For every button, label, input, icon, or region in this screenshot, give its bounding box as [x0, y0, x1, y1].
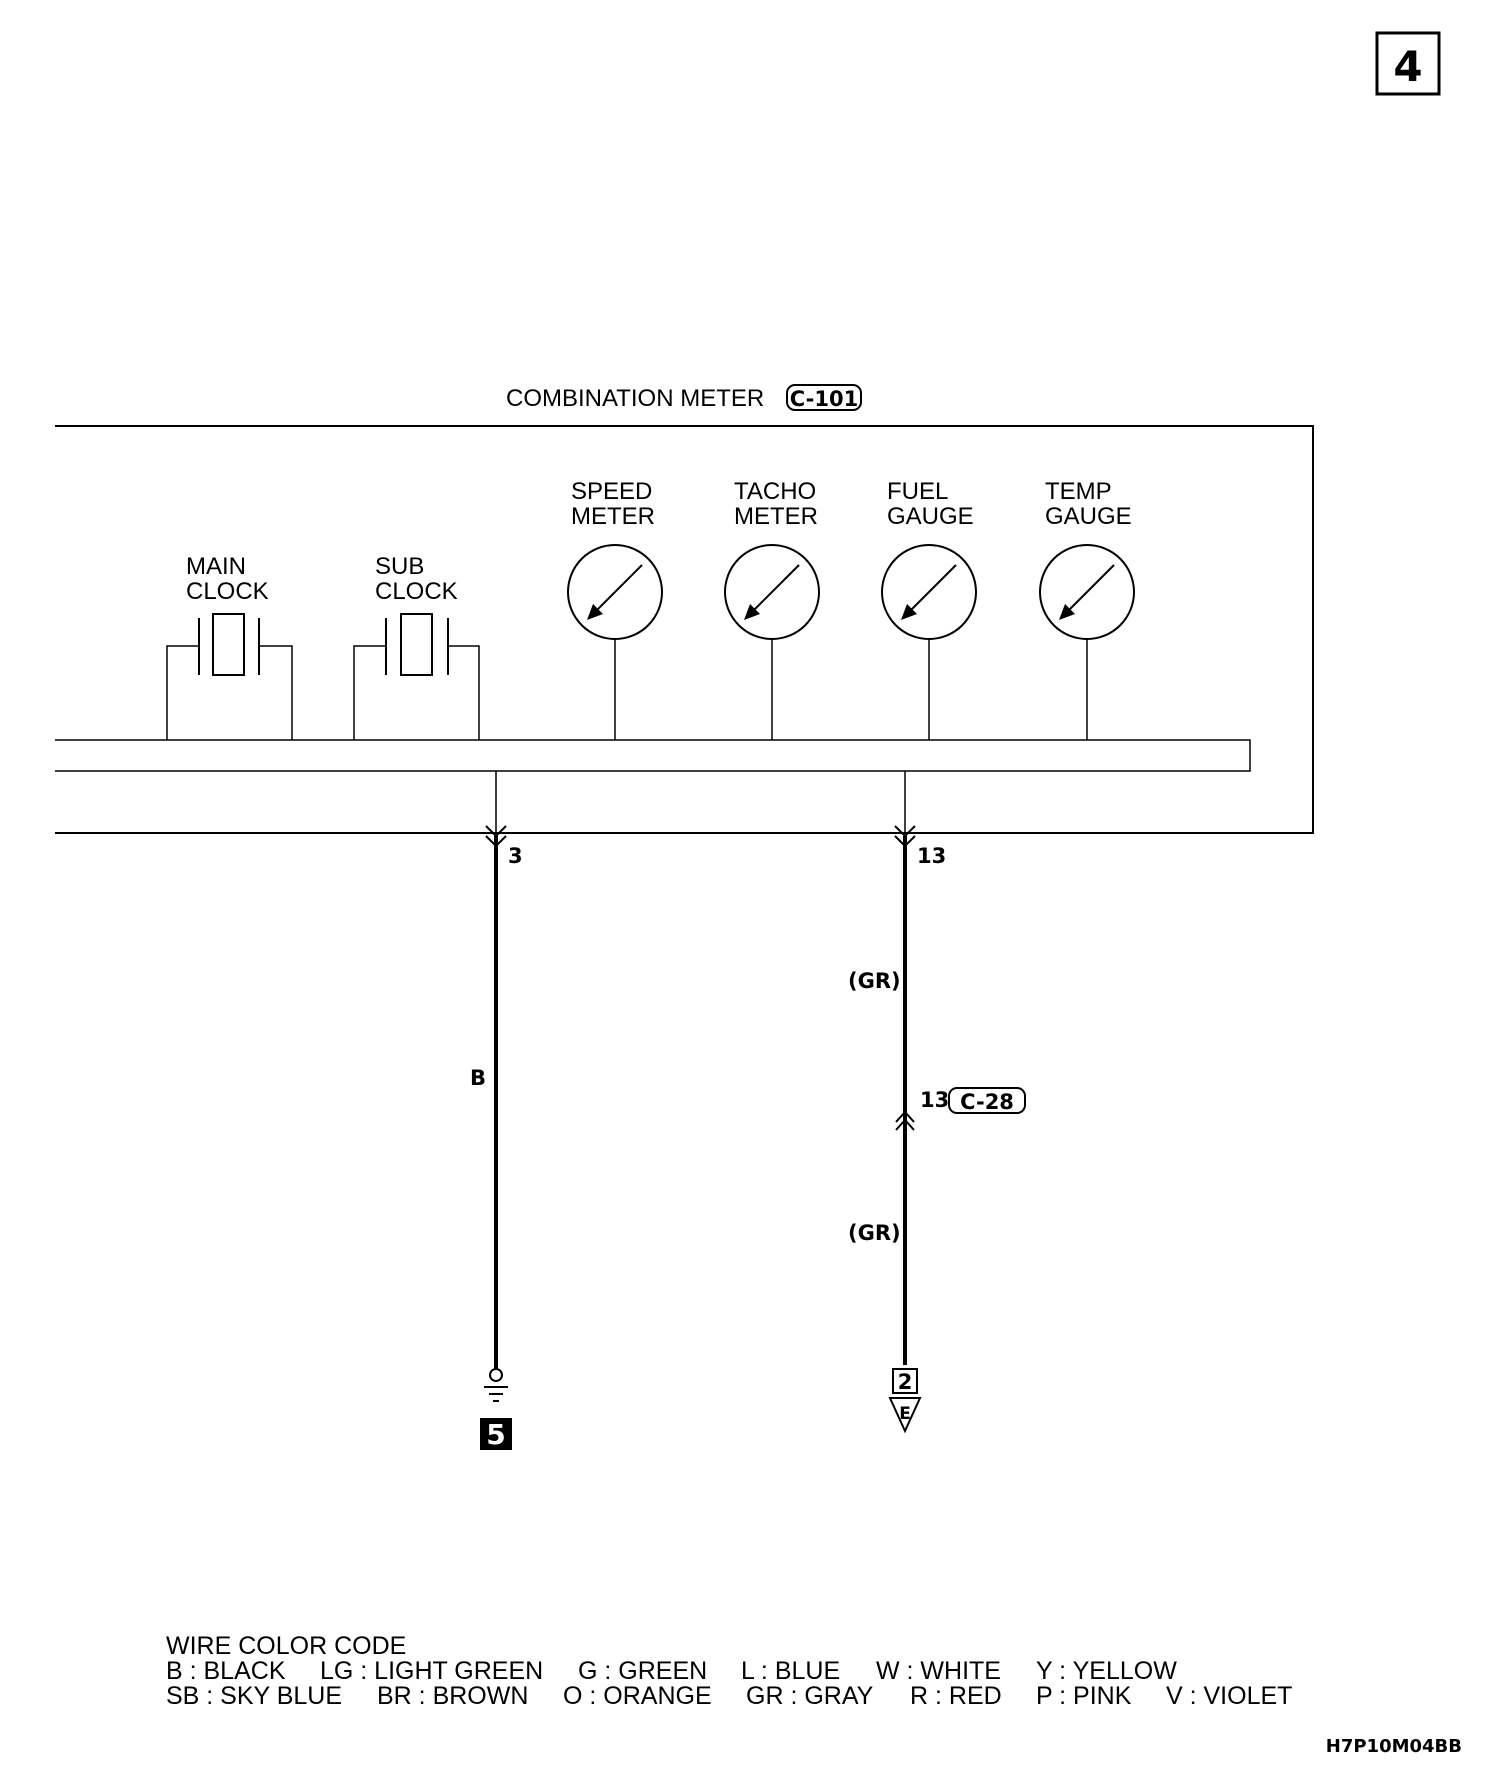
tacho-meter-gauge: TACHO METER [724, 478, 820, 740]
sub-clock: SUB CLOCK [353, 553, 480, 740]
speed-meter-label-2: METER [571, 503, 655, 530]
legend-item: GR : GRAY [746, 1682, 874, 1710]
wire-color-gr-lower: (GR) [848, 1221, 901, 1245]
wire-pin-3: 3 B 5 [470, 771, 523, 1451]
drawing-code: H7P10M04BB [1326, 1736, 1462, 1757]
ground-terminal [489, 1368, 503, 1382]
legend-item: P : PINK [1036, 1682, 1132, 1710]
ref-triangle [888, 1397, 922, 1434]
temp-gauge-label-1: TEMP [1045, 478, 1112, 505]
legend-item: W : WHITE [876, 1657, 1001, 1685]
intermediate-pin: 13 [920, 1088, 949, 1112]
main-clock: MAIN CLOCK [166, 553, 293, 740]
fuel-gauge: FUEL GAUGE [881, 478, 977, 740]
legend-item: G : GREEN [578, 1657, 707, 1685]
speed-meter-gauge: SPEED METER [567, 478, 663, 740]
tacho-meter-needle [749, 564, 800, 615]
fuel-gauge-needle [906, 564, 957, 615]
page-number: 4 [1393, 42, 1422, 91]
legend-item: V : VIOLET [1166, 1682, 1292, 1710]
component-outline [55, 425, 1314, 834]
speed-meter-label-1: SPEED [571, 478, 652, 505]
tacho-meter-label-2: METER [734, 503, 818, 530]
main-clock-label-2: CLOCK [186, 578, 269, 605]
intermediate-connector: C-28 [960, 1090, 1014, 1114]
legend-item: Y : YELLOW [1036, 1657, 1177, 1685]
ground-ref-box [480, 1418, 512, 1450]
wire-pin-13: 13 (GR) 13 C-28 (GR) 2 E [848, 771, 1026, 1434]
speed-meter-needle [592, 564, 643, 615]
pin-13-label: 13 [917, 844, 946, 868]
component-connector: C-101 [790, 387, 858, 411]
component-title: COMBINATION METER [506, 385, 764, 412]
temp-gauge-label-2: GAUGE [1045, 503, 1132, 530]
legend-item: O : ORANGE [563, 1682, 712, 1710]
wire-color-legend: WIRE COLOR CODE B : BLACK LG : LIGHT GRE… [166, 1632, 1292, 1710]
page-number-box [1375, 31, 1441, 96]
pin-3-label: 3 [508, 844, 523, 868]
sub-clock-crystal [400, 613, 433, 676]
tacho-meter-label-1: TACHO [734, 478, 816, 505]
sub-clock-label-1: SUB [375, 553, 424, 580]
intermediate-connector-box [948, 1087, 1026, 1114]
ground-ref-number: 5 [486, 1418, 505, 1451]
legend-item: R : RED [910, 1682, 1002, 1710]
temp-gauge-needle [1064, 564, 1115, 615]
legend-item: LG : LIGHT GREEN [320, 1657, 543, 1685]
ref-number-box [892, 1368, 918, 1394]
intermediate-connector-mark [895, 1110, 915, 1131]
legend-item: L : BLUE [741, 1657, 840, 1685]
legend-item: BR : BROWN [377, 1682, 528, 1710]
internal-bus [55, 739, 1251, 772]
ref-number: 2 [898, 1370, 913, 1394]
wire-color-gr-upper: (GR) [848, 969, 901, 993]
fuel-gauge-label-2: GAUGE [887, 503, 974, 530]
legend-item: SB : SKY BLUE [166, 1682, 342, 1710]
main-clock-crystal [212, 613, 245, 676]
sub-clock-label-2: CLOCK [375, 578, 458, 605]
fuel-gauge-label-1: FUEL [887, 478, 948, 505]
main-clock-label-1: MAIN [186, 553, 246, 580]
legend-title: WIRE COLOR CODE [166, 1632, 406, 1660]
component-connector-box [786, 384, 862, 411]
legend-item: B : BLACK [166, 1657, 286, 1685]
wire-color-b: B [470, 1066, 486, 1090]
ref-letter: E [899, 1404, 911, 1424]
temp-gauge: TEMP GAUGE [1039, 478, 1135, 740]
